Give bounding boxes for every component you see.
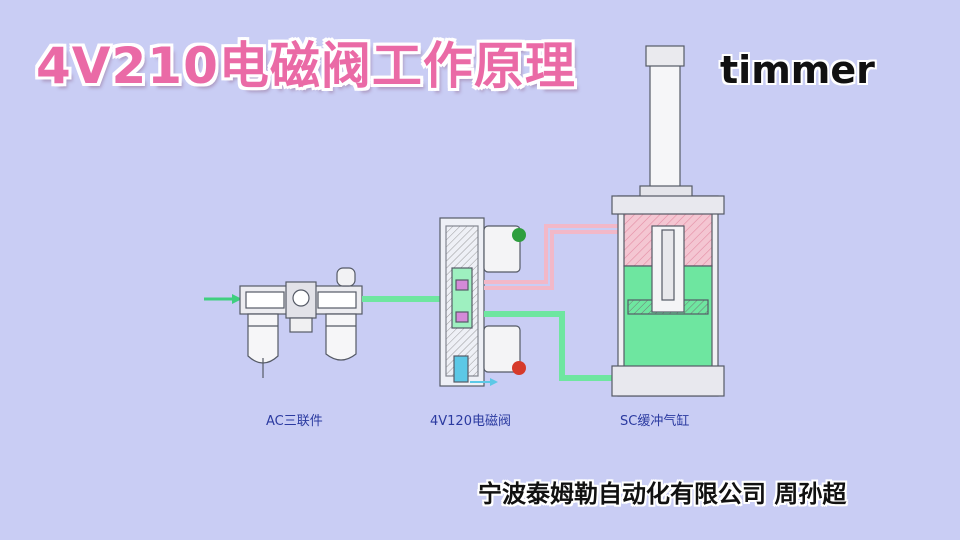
- page-title: 4V210电磁阀工作原理: [36, 37, 576, 95]
- solenoid-valve: [439, 217, 521, 387]
- indicator-off-icon: [512, 361, 526, 375]
- exhaust-line: [484, 224, 622, 290]
- cylinder-label: SC缓冲气缸: [620, 414, 690, 429]
- indicator-on-icon: [512, 228, 526, 242]
- company-credit: 宁波泰姆勒自动化有限公司 周孙超: [478, 480, 847, 508]
- cylinder: [611, 45, 725, 397]
- inlet-arrow: [204, 294, 242, 304]
- valve-label: 4V120电磁阀: [430, 414, 511, 429]
- pressure-line: [484, 311, 620, 381]
- brand-name: timmer: [720, 48, 875, 92]
- frl-label: AC三联件: [266, 414, 323, 429]
- frl-unit: [239, 267, 363, 378]
- supply-line: [362, 296, 442, 302]
